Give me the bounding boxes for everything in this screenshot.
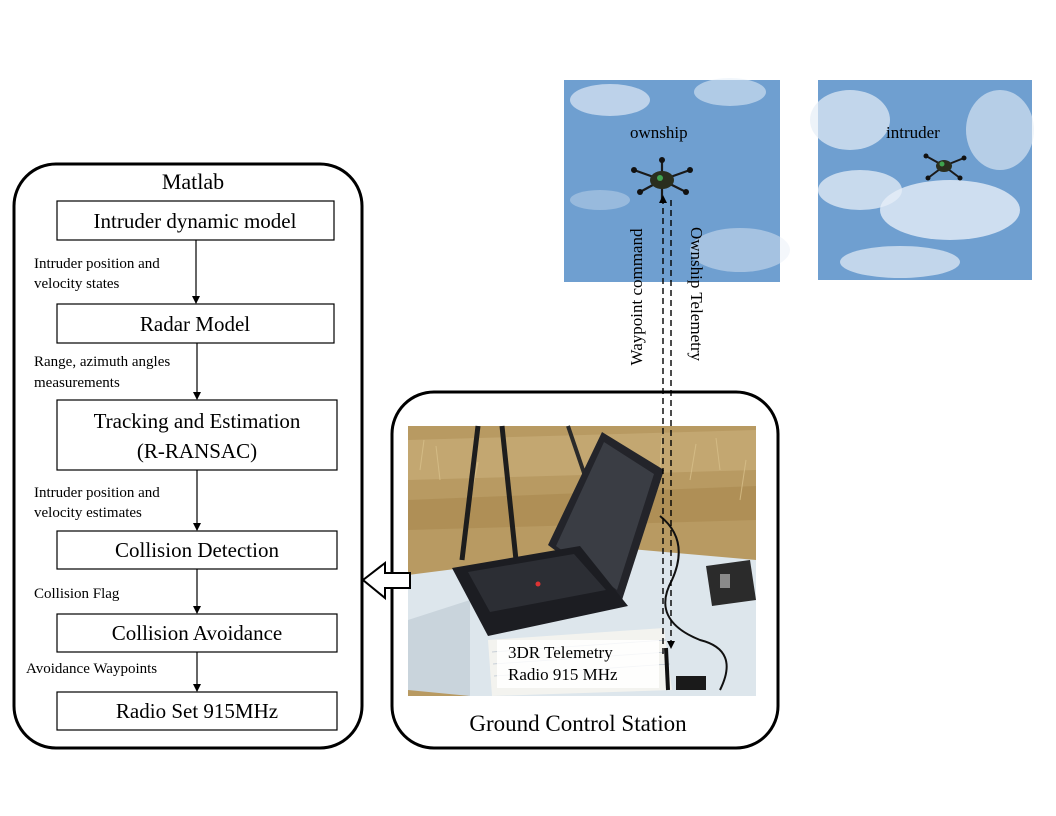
downlink-label: Ownship Telemetry [687,227,706,361]
intruder-label: intruder [886,123,940,142]
radio-label-line2: Radio 915 MHz [508,665,618,684]
intruder-photo: intruder [810,80,1034,280]
uplink-label: Waypoint command [627,228,646,365]
svg-text:Collision Detection: Collision Detection [115,538,279,562]
gcs-to-matlab-arrow [361,560,411,601]
svg-text:Intruder dynamic model: Intruder dynamic model [94,209,297,233]
gcs-photo: 3DR Telemetry Radio 915 MHz [408,425,756,696]
block-intruder-dynamic-model: Intruder dynamic model [56,200,335,241]
edge-label: velocity estimates [34,505,142,521]
svg-text:(R-RANSAC): (R-RANSAC) [137,439,257,463]
edge-label: velocity states [34,276,120,292]
edge-label: Range, azimuth angles [34,354,170,370]
ownship-label: ownship [630,123,688,142]
edge-label: Avoidance Waypoints [26,661,157,677]
gcs-title: Ground Control Station [469,711,687,736]
block-radar-model: Radar Model [56,303,335,344]
edge-label: measurements [34,375,120,391]
radio-label-line1: 3DR Telemetry [508,643,613,662]
block-collision-detection: Collision Detection [56,530,338,570]
edge-label: Intruder position and [34,485,160,501]
svg-text:Radio Set 915MHz: Radio Set 915MHz [116,699,278,723]
block-collision-avoidance: Collision Avoidance [56,613,338,653]
ownship-photo: ownship [564,78,790,282]
block-tracking-estimation: Tracking and Estimation (R-RANSAC) [56,399,338,471]
edge-label: Intruder position and [34,256,160,272]
svg-text:Collision Avoidance: Collision Avoidance [112,621,283,645]
edge-label: Collision Flag [34,586,120,602]
matlab-title: Matlab [162,169,224,194]
block-radio-set: Radio Set 915MHz [56,691,338,731]
svg-text:Tracking and Estimation: Tracking and Estimation [94,409,301,433]
svg-text:Radar Model: Radar Model [140,312,250,336]
